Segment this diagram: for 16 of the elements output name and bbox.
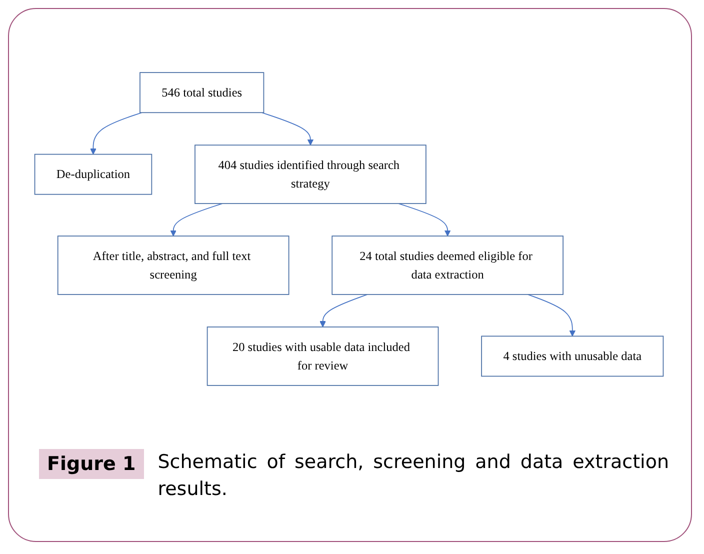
node-box <box>206 326 439 386</box>
arrow <box>527 294 576 336</box>
node-box <box>34 154 152 195</box>
arrow <box>261 112 314 146</box>
arrow <box>320 294 368 328</box>
node-box <box>194 144 426 204</box>
figure-caption: Schematic of search, screening and data extraction results. <box>158 450 669 502</box>
arrow <box>170 203 223 236</box>
node-box <box>57 236 290 295</box>
node-box <box>481 336 664 377</box>
card-background: 546 total studies De-duplication 404 studies identified through search strategy After title, abstract, and full text screening 24 total studies deemed eligible for data extraction 4 studies with unusable data 20 studies with usable data included for review Figure 1 Schematic of search, screening and data extraction results. <box>8 8 692 542</box>
figure-badge: Figure 1 <box>39 449 144 479</box>
arrow <box>398 203 451 236</box>
node-box <box>332 236 564 295</box>
node-box <box>140 72 264 114</box>
arrow <box>90 112 142 155</box>
